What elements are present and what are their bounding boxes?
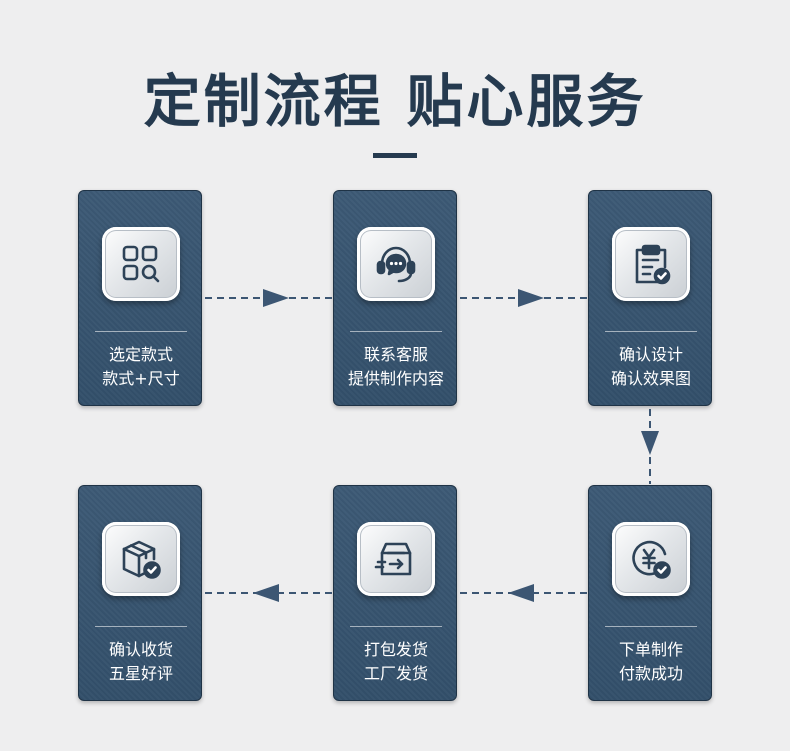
step-card-4: 下单制作 付款成功 [588, 485, 712, 701]
step-detail: 付款成功 [618, 664, 683, 683]
clipboard-check-icon [612, 227, 690, 301]
step-detail: 工厂发货 [363, 664, 428, 683]
step-detail: 款式+尺寸 [102, 369, 180, 388]
step-title: 选定款式 [108, 345, 173, 364]
page-title: 定制流程 贴心服务 [143, 69, 647, 135]
arrow-right-icon [263, 289, 289, 307]
step-title: 确认收货 [108, 640, 173, 659]
arrow-down-icon [641, 431, 659, 455]
step-title: 下单制作 [618, 640, 683, 659]
arrow-left-icon [253, 584, 279, 602]
card-divider [350, 626, 442, 627]
yen-coin-check-icon [612, 522, 690, 596]
step-card-1: 选定款式 款式+尺寸 [78, 190, 202, 406]
step-card-6: 确认收货 五星好评 [78, 485, 202, 701]
card-divider [605, 626, 697, 627]
step-card-2: 联系客服 提供制作内容 [333, 190, 457, 406]
step-title: 联系客服 [363, 345, 428, 364]
card-divider [605, 331, 697, 332]
arrow-right-icon [518, 289, 544, 307]
package-check-icon [102, 522, 180, 596]
title-underline [373, 153, 417, 158]
step-detail: 确认效果图 [610, 369, 691, 388]
step-detail: 五星好评 [108, 664, 173, 683]
step-card-3: 确认设计 确认效果图 [588, 190, 712, 406]
card-divider [350, 331, 442, 332]
delivery-box-icon [357, 522, 435, 596]
card-divider [95, 331, 187, 332]
step-detail: 提供制作内容 [347, 369, 444, 388]
step-title: 打包发货 [363, 640, 428, 659]
arrow-left-icon [508, 584, 534, 602]
step-card-5: 打包发货 工厂发货 [333, 485, 457, 701]
headset-chat-icon [357, 227, 435, 301]
grid-search-icon [102, 227, 180, 301]
card-divider [95, 626, 187, 627]
step-title: 确认设计 [618, 345, 683, 364]
